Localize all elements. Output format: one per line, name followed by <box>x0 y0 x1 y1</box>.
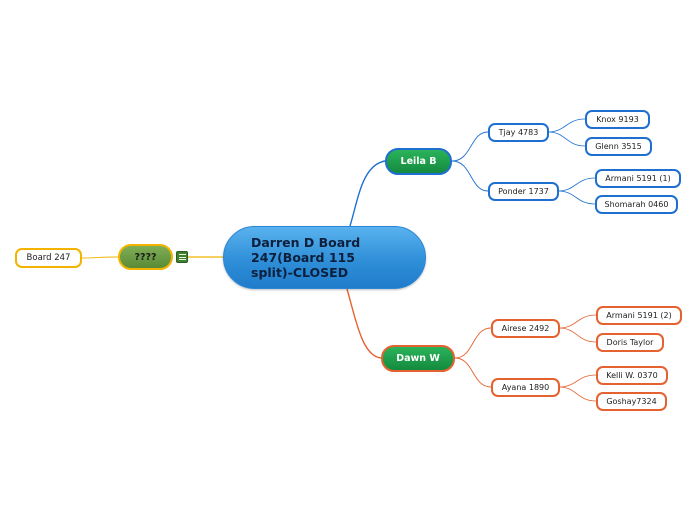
topic-armani-1-label: Armani 5191 (1) <box>605 174 671 183</box>
topic-armani-2[interactable]: Armani 5191 (2) <box>596 306 682 325</box>
topic-board-247-label: Board 247 <box>26 253 71 263</box>
topic-dawn-w[interactable]: Dawn W <box>381 345 455 372</box>
connector-airese-to-armani2 <box>558 314 597 329</box>
connector-ayana-to-kelli <box>558 374 597 388</box>
topic-kelli-label: Kelli W. 0370 <box>606 371 658 380</box>
connector-unknown-to-board <box>80 256 119 259</box>
connector-center-to-dawn <box>346 288 382 359</box>
connector-ponder-to-shomarah <box>557 190 596 205</box>
central-topic-label: Darren D Board 247(Board 115 split)-CLOS… <box>251 235 361 280</box>
topic-doris-taylor-label: Doris Taylor <box>606 338 654 347</box>
topic-knox-label: Knox 9193 <box>596 115 639 124</box>
topic-goshay-label: Goshay7324 <box>606 397 657 406</box>
connector-tjay-to-glenn <box>547 131 586 147</box>
topic-unknown[interactable]: ???? <box>118 244 173 270</box>
topic-doris-taylor[interactable]: Doris Taylor <box>596 333 664 352</box>
connector-leila-to-ponder <box>451 160 489 192</box>
central-topic[interactable]: Darren D Board 247(Board 115 split)-CLOS… <box>223 226 426 289</box>
topic-ponder[interactable]: Ponder 1737 <box>488 182 559 201</box>
topic-shomarah[interactable]: Shomarah 0460 <box>595 195 678 214</box>
topic-ayana-label: Ayana 1890 <box>501 383 550 392</box>
topic-board-247[interactable]: Board 247 <box>15 248 82 268</box>
connector-dawn-to-ayana <box>454 357 492 388</box>
topic-airese[interactable]: Airese 2492 <box>491 319 560 338</box>
topic-tjay-label: Tjay 4783 <box>498 128 539 137</box>
topic-kelli[interactable]: Kelli W. 0370 <box>596 366 668 385</box>
topic-leila-b-label: Leila B <box>400 156 437 167</box>
topic-goshay[interactable]: Goshay7324 <box>596 392 667 411</box>
topic-knox[interactable]: Knox 9193 <box>585 110 650 129</box>
topic-ponder-label: Ponder 1737 <box>498 187 549 196</box>
topic-shomarah-label: Shomarah 0460 <box>604 200 669 209</box>
topic-dawn-w-label: Dawn W <box>396 353 440 364</box>
topic-ayana[interactable]: Ayana 1890 <box>491 378 560 397</box>
connector-airese-to-doris <box>558 327 597 343</box>
topic-unknown-label: ???? <box>134 251 157 263</box>
connector-dawn-to-airese <box>454 327 492 359</box>
note-icon[interactable] <box>176 251 188 263</box>
connector-center-to-leila <box>349 160 386 227</box>
connector-ayana-to-goshay <box>558 386 597 402</box>
topic-leila-b[interactable]: Leila B <box>385 148 452 175</box>
topic-airese-label: Airese 2492 <box>501 324 550 333</box>
connector-tjay-to-knox <box>547 118 586 133</box>
topic-armani-2-label: Armani 5191 (2) <box>606 311 672 320</box>
topic-glenn[interactable]: Glenn 3515 <box>585 137 652 156</box>
topic-glenn-label: Glenn 3515 <box>595 142 642 151</box>
topic-armani-1[interactable]: Armani 5191 (1) <box>595 169 681 188</box>
connector-ponder-to-armani1 <box>557 177 596 192</box>
connector-leila-to-tjay <box>451 131 489 162</box>
topic-tjay[interactable]: Tjay 4783 <box>488 123 549 142</box>
